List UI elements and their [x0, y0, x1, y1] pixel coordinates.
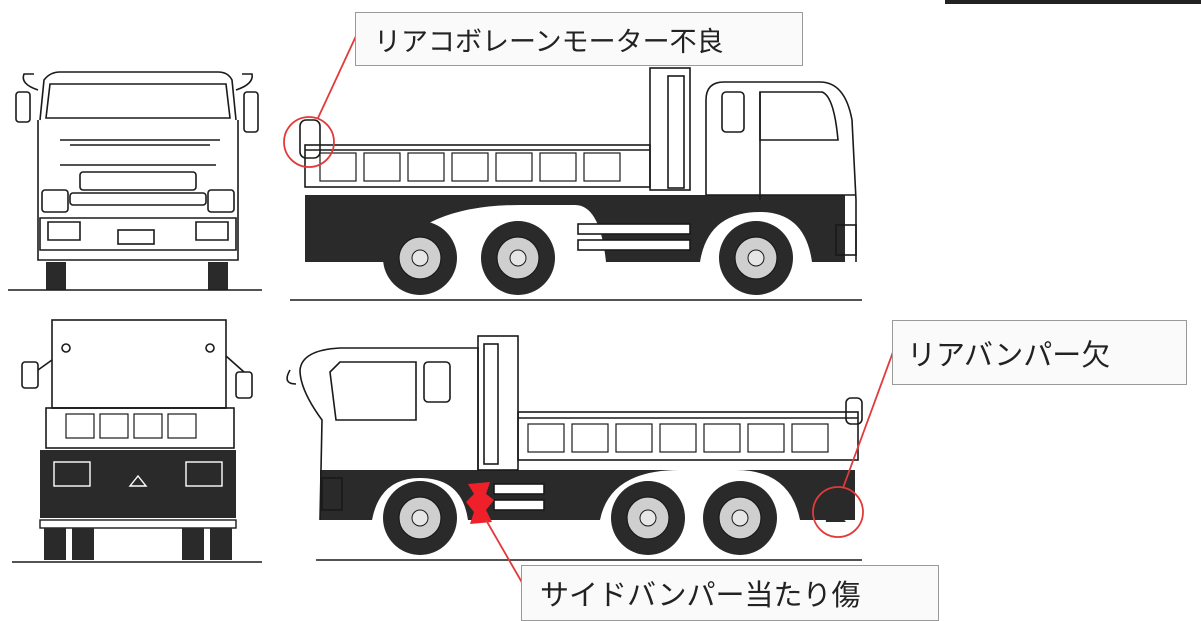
- truck-right-side-view: [286, 335, 863, 561]
- truck-front-view: [15, 71, 259, 261]
- truck-left-side-view: [290, 67, 862, 301]
- damage-circle-rear-motor: [283, 116, 335, 168]
- front-left-tire: [46, 262, 66, 290]
- truck-rear-view: [21, 319, 253, 449]
- front-right-tire: [208, 262, 228, 290]
- page-edge-mark: [945, 0, 1201, 4]
- leader-line-side-bumper: [485, 519, 525, 587]
- damage-circle-rear-bumper: [812, 486, 864, 538]
- rear-chassis: [40, 450, 236, 518]
- leader-line-rear-bumper: [842, 351, 894, 489]
- callout-side-bumper: サイドバンパー当たり傷: [521, 565, 939, 621]
- callout-rear-bumper: リアバンパー欠: [892, 320, 1187, 385]
- leader-line-rear-motor: [317, 35, 357, 119]
- damage-mark-side-bumper: [466, 482, 494, 524]
- callout-rear-motor: リアコボレーンモーター不良: [355, 12, 803, 66]
